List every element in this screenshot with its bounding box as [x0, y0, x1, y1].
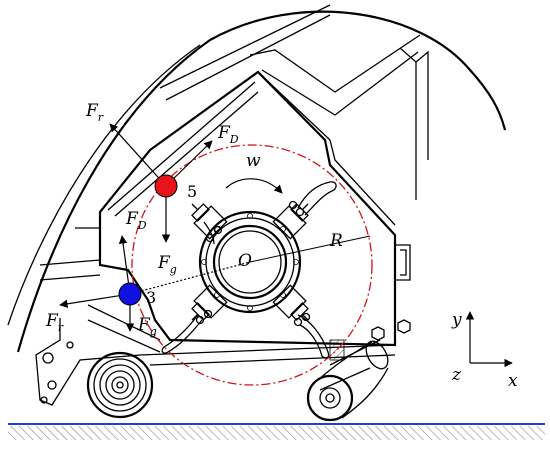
label-fr-bottom: Fr — [45, 311, 64, 334]
flail-blades — [161, 181, 337, 359]
particle-path-circle — [131, 144, 373, 386]
label-axis-z: z — [451, 365, 462, 385]
label-radius: R — [329, 231, 343, 251]
right-roller — [306, 339, 389, 422]
coordinate-axes: y z x — [451, 310, 518, 391]
forces-particle-3 — [59, 235, 135, 332]
label-fd-bottom: FD — [125, 209, 147, 232]
trajectory-line — [129, 261, 251, 295]
label-center-o: O — [238, 251, 252, 271]
label-fd-top: FD — [217, 123, 239, 146]
label-axis-x: x — [508, 371, 518, 391]
label-fr-top: Fr — [85, 101, 104, 124]
rotor-hub — [198, 210, 302, 314]
rotor-arm-lower-right — [272, 284, 309, 321]
label-omega: w — [246, 151, 261, 171]
label-particle-3: 3 — [146, 288, 156, 307]
label-particle-5: 5 — [187, 182, 197, 201]
red-particle-icon — [154, 174, 178, 198]
left-wheel — [86, 351, 154, 419]
radius-line — [249, 235, 371, 263]
rotation-arrow-icon — [225, 178, 283, 194]
blue-particle-icon — [118, 282, 142, 306]
outer-hood-arc — [7, 10, 507, 353]
rotor-arm-upper-left — [191, 203, 228, 240]
left-frame — [35, 227, 396, 406]
upper-frame — [159, 4, 429, 200]
label-fg-top: Fg — [157, 253, 177, 276]
ground — [8, 423, 545, 440]
rotor-arm-lower-left — [191, 284, 228, 321]
label-fg-bottom: Fg — [137, 315, 157, 338]
label-axis-y: y — [451, 310, 462, 330]
